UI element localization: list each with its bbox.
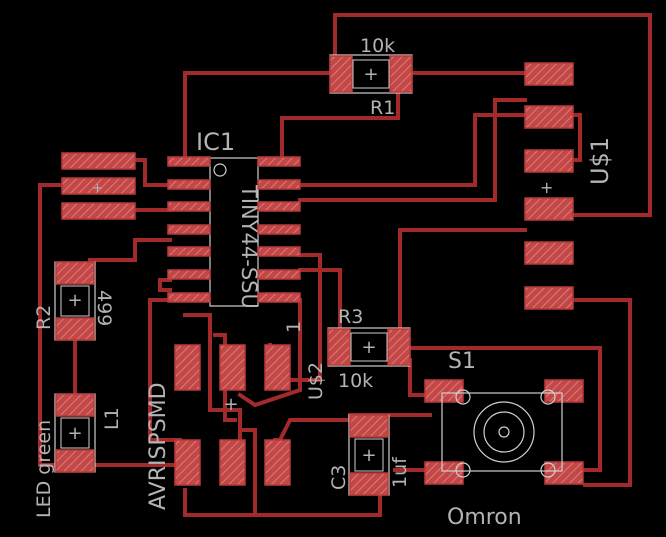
s1-value: Omron (447, 505, 522, 530)
r1-pad-2 (389, 55, 413, 93)
usb-origin-mark: + (540, 178, 553, 197)
r1-pad-1 (329, 55, 353, 93)
trace (333, 13, 652, 217)
trace (158, 278, 172, 292)
trace (568, 113, 582, 162)
r2-value: 499 (93, 290, 115, 326)
traces (38, 13, 652, 517)
trace (298, 113, 527, 187)
ic1-left-pins (167, 156, 211, 303)
trace (408, 358, 427, 397)
c3-origin-mark: + (361, 445, 376, 466)
c3-capacitor[interactable]: + C3 1uf (328, 414, 411, 496)
c3-name: C3 (328, 465, 350, 490)
trace (88, 238, 172, 262)
s1-switch[interactable]: S1 Omron (424, 349, 584, 530)
trace (280, 71, 400, 162)
isp-origin-mark: + (223, 394, 238, 415)
trace (238, 428, 257, 517)
isp-header[interactable]: + AVRISPSMD (146, 382, 291, 510)
trace (298, 98, 527, 202)
r3-value: 10k (338, 370, 373, 392)
u2-name: U$2 (305, 362, 327, 400)
r2-pad-1 (55, 261, 95, 285)
l1-name: L1 (101, 407, 123, 430)
r2-name: R2 (33, 305, 55, 330)
ic1-name: IC1 (196, 128, 235, 156)
trace (133, 158, 172, 187)
r3-name: R3 (338, 306, 363, 328)
r3-resistor[interactable]: + R3 10k (327, 306, 411, 392)
trace (183, 71, 332, 162)
trace (398, 228, 527, 332)
ic1-chip[interactable]: IC1 TINY44-SSU (167, 128, 301, 309)
left-pad-bank[interactable]: + (61, 152, 136, 220)
r1-resistor[interactable]: + 10k R1 (329, 35, 413, 119)
l1-led[interactable]: + L1 LED green (33, 393, 123, 518)
s1-pad-3 (424, 461, 464, 485)
s1-pad-4 (544, 461, 584, 485)
trace (183, 313, 242, 442)
trace (403, 346, 602, 472)
r2-origin-mark: + (67, 290, 82, 311)
r2-pad-2 (55, 317, 95, 341)
r1-origin-mark: + (363, 64, 378, 85)
usb-header[interactable]: + U$1 (524, 62, 614, 310)
s1-name: S1 (448, 349, 476, 374)
trace (273, 418, 352, 442)
r1-value: 10k (360, 35, 395, 57)
trace (298, 268, 342, 332)
r1-name: R1 (370, 97, 395, 119)
r3-origin-mark: + (361, 337, 376, 358)
u2-pads[interactable]: U$2 1 (174, 321, 327, 400)
r2-resistor[interactable]: + R2 499 (33, 261, 115, 341)
isp-name: AVRISPSMD (146, 382, 171, 510)
r3-pad-2 (387, 328, 411, 366)
bank-origin-mark: + (92, 181, 103, 196)
trace (148, 298, 182, 442)
ic1-right-pins (257, 156, 301, 303)
ic1-value: TINY44-SSU (237, 184, 261, 309)
u2-value: 1 (283, 321, 305, 333)
c3-value: 1uf (389, 456, 411, 488)
l1-value: LED green (33, 420, 55, 518)
c3-pad-1 (349, 414, 389, 438)
trace (568, 298, 632, 487)
l1-pad-1 (55, 393, 95, 417)
trace (38, 183, 64, 467)
l1-pad-2 (55, 449, 95, 473)
trace (183, 488, 382, 517)
usb-name: U$1 (586, 137, 614, 185)
l1-origin-mark: + (67, 423, 82, 444)
s1-pad-1 (424, 379, 464, 403)
r3-pad-1 (327, 328, 351, 366)
c3-pad-2 (349, 472, 389, 496)
